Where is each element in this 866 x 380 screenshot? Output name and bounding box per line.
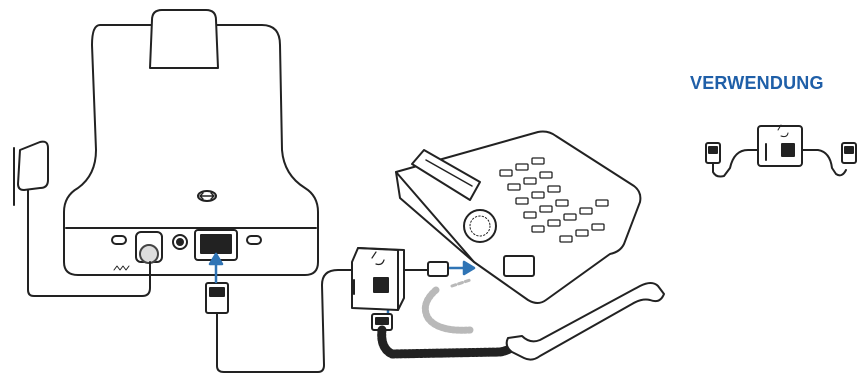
base-body — [63, 24, 319, 276]
telephone-cable — [205, 269, 357, 373]
desk-phone — [395, 130, 642, 304]
speaker-grille — [463, 209, 497, 243]
base-cradle — [149, 9, 219, 69]
cable-splitter — [351, 247, 449, 331]
power-adapter — [13, 140, 151, 297]
headset-base-unit — [63, 9, 319, 276]
splitter-cable-legend — [705, 124, 857, 178]
section-heading: VERWENDUNG — [690, 73, 824, 93]
handset — [505, 282, 665, 361]
